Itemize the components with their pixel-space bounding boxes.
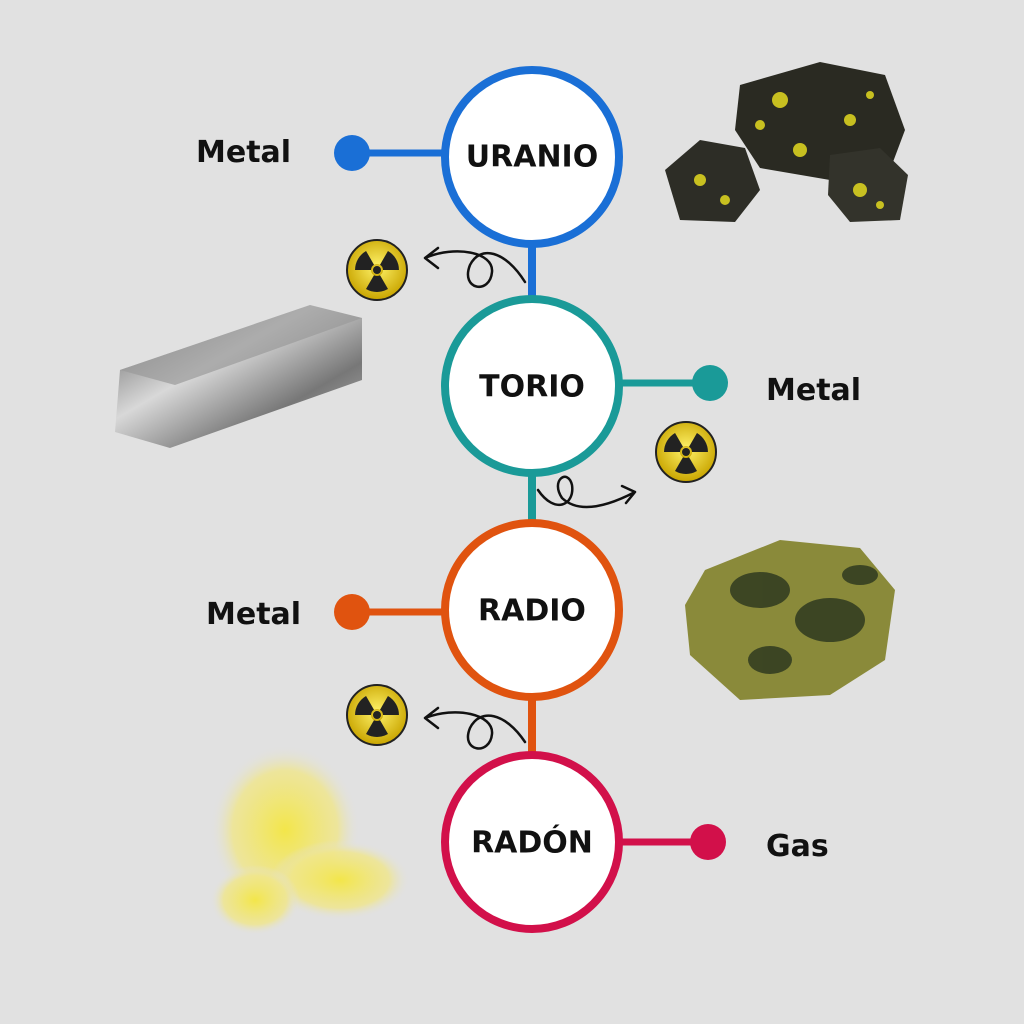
thorium-ingot-image: [115, 305, 362, 448]
node-torio: TORIO: [441, 295, 623, 477]
node-uranio: URANIO: [441, 66, 623, 248]
element-name-radio: RADIO: [478, 594, 586, 629]
curly-arrow-icon: [423, 706, 527, 750]
node-radio: RADIO: [441, 519, 623, 701]
state-label-radon: Gas: [766, 829, 829, 864]
radon-state-dot: [690, 824, 726, 860]
state-label-radio: Metal: [206, 597, 301, 632]
uranium-ore-image: [665, 62, 908, 222]
radiation-hazard-icon: [346, 239, 408, 301]
curly-arrow-icon: [536, 475, 637, 509]
element-name-uranio: URANIO: [466, 140, 598, 175]
radium-ore-image: [685, 540, 895, 700]
element-name-radon: RADÓN: [471, 824, 593, 861]
radon-gas-image: [210, 745, 410, 935]
state-label-torio: Metal: [766, 373, 861, 408]
curly-arrow-icon: [423, 246, 527, 289]
element-name-torio: TORIO: [479, 370, 585, 405]
radiation-hazard-icon: [655, 421, 717, 483]
node-radon: RADÓN: [441, 751, 623, 933]
torio-state-dot: [692, 365, 728, 401]
state-label-uranio: Metal: [196, 135, 291, 170]
uranio-state-dot: [334, 135, 370, 171]
radiation-hazard-icon: [346, 684, 408, 746]
radio-state-dot: [334, 594, 370, 630]
